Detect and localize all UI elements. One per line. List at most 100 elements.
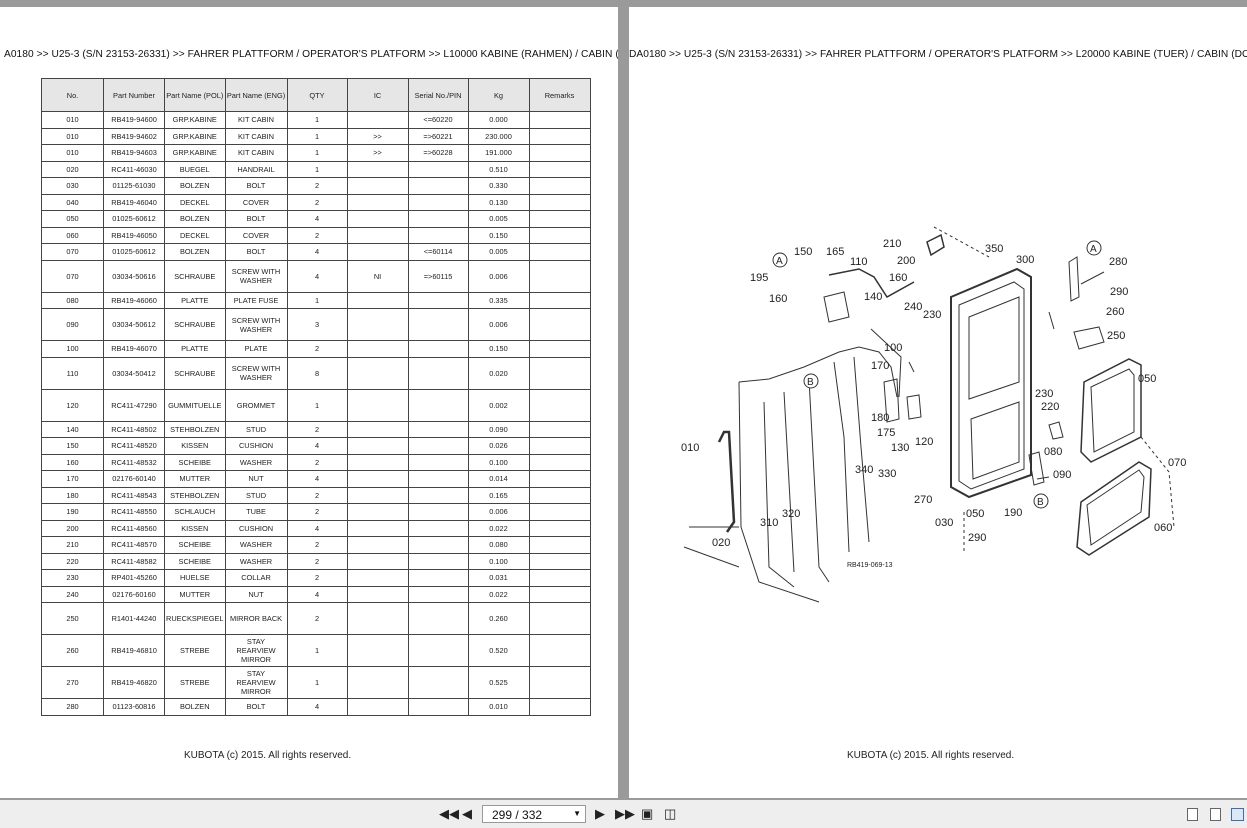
rear-window-inner (1090, 368, 1135, 453)
diagram-label: 070 (1168, 457, 1186, 469)
cell-serial: =>60221 (407, 127, 469, 145)
cell-remarks (528, 486, 591, 504)
cell-serial (407, 226, 469, 244)
door-frame (950, 267, 1032, 499)
cell-no: 270 (41, 666, 104, 699)
diagram-label: 130 (891, 442, 909, 454)
cell-part-name-pol: GRP.KABINE (164, 111, 226, 129)
cell-part-name-pol: SCHEIBE (164, 453, 226, 471)
cell-part-name-pol: DECKEL (164, 226, 226, 244)
fuse-plate (823, 291, 850, 323)
callout-a-2: A (1086, 240, 1102, 256)
cell-no: 120 (41, 388, 104, 422)
cell-remarks (528, 160, 591, 178)
col-header-qty: QTY (286, 78, 348, 112)
last-page-button[interactable]: ▶▶ (615, 806, 635, 821)
diagram-label: 030 (935, 517, 953, 529)
cell-part-name-eng: KIT CABIN (224, 111, 288, 129)
cell-kg: 0.510 (467, 160, 530, 178)
cell-part-name-eng: PLATE (224, 340, 288, 358)
door-handle (1048, 421, 1064, 440)
diagram-label: 100 (884, 342, 902, 354)
cell-kg: 0.022 (467, 585, 530, 603)
fit-page-icon[interactable]: ▣ (641, 806, 654, 821)
cell-part-name-pol: BOLZEN (164, 210, 226, 228)
cell-part-name-pol: MUTTER (164, 470, 226, 488)
cell-part-name-eng: STAY REARVIEW MIRROR (224, 666, 288, 699)
cell-ic (346, 226, 409, 244)
cell-part-name-pol: STEHBOLZEN (164, 420, 226, 438)
cell-kg: 0.005 (467, 210, 530, 228)
cell-serial (407, 585, 469, 603)
cell-part-name-eng: GROMMET (224, 388, 288, 422)
cell-kg: 0.525 (467, 666, 530, 699)
cell-ic (346, 634, 409, 667)
cell-kg: 0.002 (467, 388, 530, 422)
single-page-view-icon[interactable] (1187, 808, 1198, 821)
cell-qty: 2 (286, 177, 348, 195)
cell-no: 040 (41, 193, 104, 211)
first-page-button[interactable]: ◀◀ (439, 806, 459, 821)
right-page: DA0180 >> U25-3 (S/N 23153-26331) >> FAH… (629, 7, 1247, 798)
page-number-select[interactable]: 299 / 332 ▼ (482, 805, 586, 823)
cell-part-number: RC411-48543 (103, 486, 165, 504)
cell-no: 110 (41, 356, 104, 390)
cell-kg: 0.130 (467, 193, 530, 211)
cell-part-name-eng: PLATE FUSE (224, 291, 288, 309)
cell-serial (407, 453, 469, 471)
side-window-inner (1086, 469, 1145, 546)
two-page-view-icon[interactable] (1231, 808, 1244, 821)
cell-ic (346, 210, 409, 228)
cell-part-name-eng: STAY REARVIEW MIRROR (224, 634, 288, 667)
cell-ic (346, 552, 409, 570)
cell-no: 020 (41, 160, 104, 178)
cell-kg: 0.330 (467, 177, 530, 195)
cell-qty: 2 (286, 226, 348, 244)
diagram-label: 170 (871, 360, 889, 372)
diagram-label: 290 (1110, 286, 1128, 298)
cell-part-name-eng: COVER (224, 226, 288, 244)
cell-part-number: RC411-46030 (103, 160, 165, 178)
cell-no: 160 (41, 453, 104, 471)
diagram-label: 120 (915, 436, 933, 448)
cell-part-number: 02176-60140 (103, 470, 165, 488)
cell-no: 080 (41, 291, 104, 309)
cell-part-name-pol: PLATTE (164, 340, 226, 358)
cell-part-number: RC411-48582 (103, 552, 165, 570)
cell-qty: 4 (286, 519, 348, 537)
cell-serial (407, 308, 469, 341)
cell-part-name-pol: BUEGEL (164, 160, 226, 178)
door-window-upper (968, 296, 1020, 400)
prev-page-button[interactable]: ◀ (462, 806, 472, 821)
cell-part-number: RB419-46820 (103, 666, 165, 699)
cell-remarks (528, 340, 591, 358)
callout-a-1: A (772, 252, 788, 268)
cell-part-name-pol: GRP.KABINE (164, 127, 226, 145)
cell-serial: <=60220 (407, 111, 469, 129)
cell-part-number: RB419-46810 (103, 634, 165, 667)
cell-part-name-eng: WASHER (224, 536, 288, 554)
fit-width-icon[interactable]: ◫ (664, 806, 677, 821)
cell-no: 060 (41, 226, 104, 244)
cell-remarks (528, 698, 591, 716)
cell-no: 210 (41, 536, 104, 554)
cell-serial (407, 552, 469, 570)
side-window (1076, 461, 1152, 556)
cell-remarks (528, 536, 591, 554)
cell-part-number: 03034-50616 (103, 259, 165, 293)
continuous-view-icon[interactable] (1210, 808, 1221, 821)
cell-part-number: RP401-45260 (103, 569, 165, 587)
cell-part-name-eng: NUT (224, 585, 288, 603)
next-page-button[interactable]: ▶ (595, 806, 605, 821)
cell-remarks (528, 470, 591, 488)
leader-line (908, 361, 915, 373)
